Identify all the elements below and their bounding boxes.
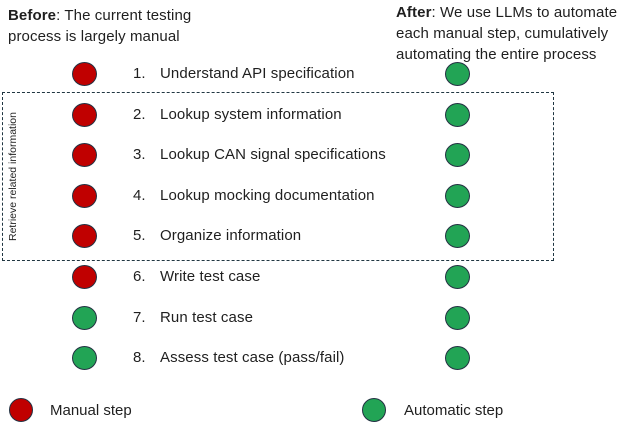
legend-label: Manual step <box>50 402 132 419</box>
step-row: 5. Organize information <box>0 224 640 249</box>
step-label: Assess test case (pass/fail) <box>160 349 345 366</box>
before-header: Before: The current testing process is l… <box>8 5 222 47</box>
step-number: 5. <box>133 227 146 244</box>
step-label: Lookup CAN signal specifications <box>160 146 386 163</box>
step-row: 6. Write test case <box>0 264 640 290</box>
step-row: 3. Lookup CAN signal specifications <box>0 143 640 168</box>
after-status-dot <box>445 305 470 330</box>
after-status-dot <box>445 143 470 167</box>
before-status-dot <box>72 305 97 330</box>
step-number: 7. <box>133 308 146 326</box>
after-status-dot <box>445 102 470 127</box>
step-label: Understand API specification <box>160 65 355 82</box>
before-header-text: : The current testing process is largely… <box>8 7 192 45</box>
before-status-dot <box>72 102 97 127</box>
step-label: Lookup mocking documentation <box>160 186 375 204</box>
after-status-dot <box>445 346 470 370</box>
step-row: 2. Lookup system information <box>0 102 640 128</box>
group-box <box>2 92 554 261</box>
after-header: After: We use LLMs to automate each manu… <box>396 2 632 65</box>
legend-label: Automatic step <box>404 402 504 419</box>
step-number: 6. <box>133 267 146 285</box>
before-status-dot <box>72 62 97 86</box>
after-status-dot <box>445 62 470 86</box>
step-number: 1. <box>133 65 146 82</box>
after-header-text: : We use LLMs to automate each manual st… <box>396 4 618 63</box>
step-number: 8. <box>133 349 146 366</box>
before-status-dot <box>72 224 97 248</box>
step-number: 3. <box>133 146 146 163</box>
before-status-dot <box>72 264 97 289</box>
before-status-dot <box>72 143 97 167</box>
step-label: Lookup system information <box>160 105 342 123</box>
manual-legend-dot <box>9 398 33 422</box>
after-status-dot <box>445 264 470 289</box>
before-status-dot <box>72 346 97 370</box>
before-status-dot <box>72 183 97 208</box>
automatic-legend-dot <box>362 398 386 422</box>
after-status-dot <box>445 224 470 248</box>
step-row: 7. Run test case <box>0 305 640 331</box>
after-status-dot <box>445 183 470 208</box>
step-number: 2. <box>133 105 146 123</box>
legend: Manual step Automatic step <box>0 398 640 423</box>
step-row: 1. Understand API specification <box>0 62 640 87</box>
step-row: 8. Assess test case (pass/fail) <box>0 346 640 371</box>
step-label: Write test case <box>160 267 261 285</box>
step-label: Organize information <box>160 227 302 244</box>
before-header-keyword: Before <box>8 7 57 24</box>
after-header-keyword: After <box>396 4 432 21</box>
step-row: 4. Lookup mocking documentation <box>0 183 640 209</box>
step-label: Run test case <box>160 308 254 326</box>
step-number: 4. <box>133 186 146 204</box>
